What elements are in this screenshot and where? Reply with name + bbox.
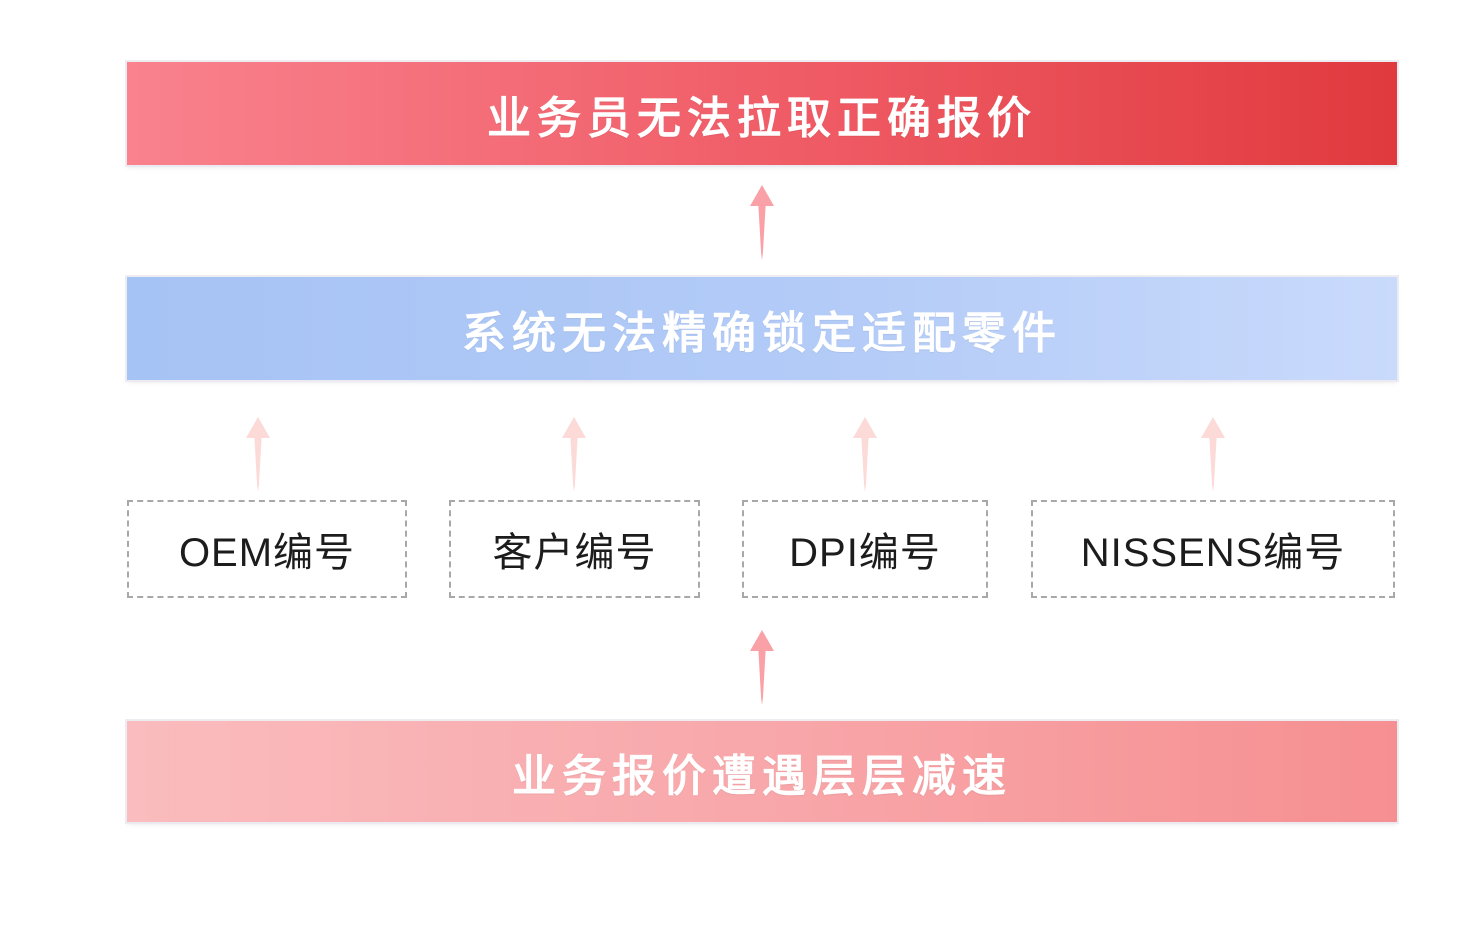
code-box-dpi-label: DPI编号 — [789, 531, 941, 575]
up-arrow-small-icon — [1200, 417, 1226, 492]
code-box-oem-label: OEM编号 — [178, 531, 356, 575]
banner-bottom-label: 业务报价遭遇层层减速 — [512, 751, 1012, 801]
up-arrow-icon — [749, 185, 775, 260]
code-box-customer-label: 客户编号 — [492, 531, 657, 575]
up-arrow-small-icon — [561, 417, 587, 492]
banner-middle-system: 系统无法精确锁定适配零件 — [127, 277, 1397, 380]
code-box-dpi: DPI编号 — [742, 500, 988, 598]
banner-middle-label: 系统无法精确锁定适配零件 — [462, 308, 1062, 358]
code-box-oem: OEM编号 — [127, 500, 407, 598]
banner-top-result: 业务员无法拉取正确报价 — [127, 62, 1397, 165]
banner-bottom-cause: 业务报价遭遇层层减速 — [127, 721, 1397, 822]
code-box-nissens-label: NISSENS编号 — [1080, 531, 1346, 575]
banner-top-label: 业务员无法拉取正确报价 — [487, 93, 1037, 143]
up-arrow-icon — [749, 630, 775, 705]
code-box-customer: 客户编号 — [449, 500, 700, 598]
up-arrow-small-icon — [852, 417, 878, 492]
up-arrow-small-icon — [245, 417, 271, 492]
code-box-nissens: NISSENS编号 — [1031, 500, 1395, 598]
